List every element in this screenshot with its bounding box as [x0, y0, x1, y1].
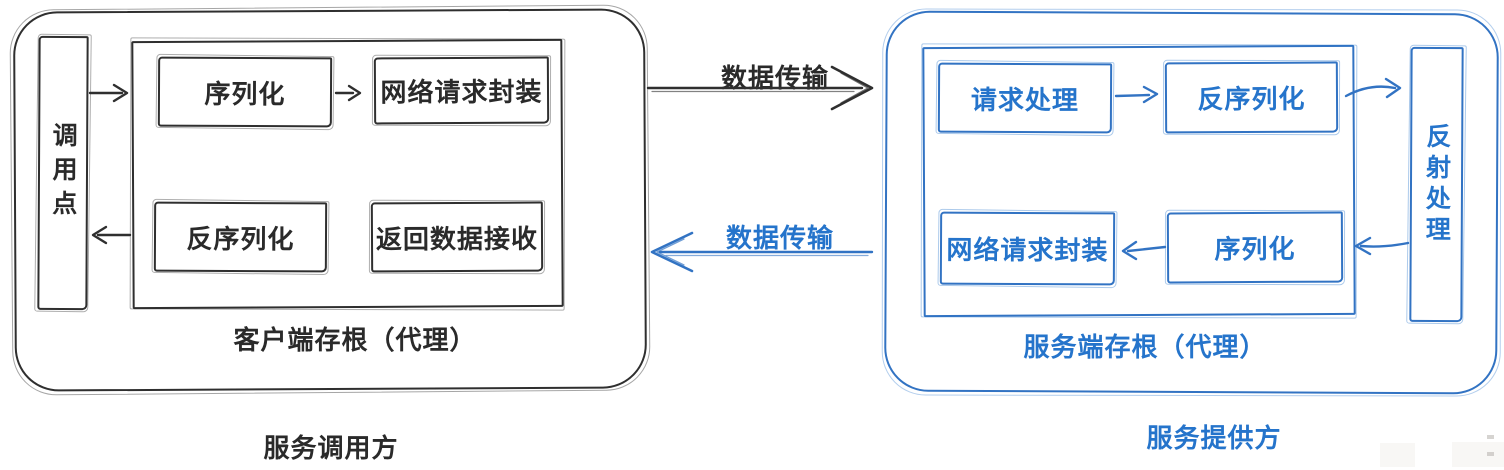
request-transfer-label: 数据传输 — [720, 63, 829, 93]
client-stub-label: 客户端存根（代理） — [233, 325, 477, 355]
watermark-artifact — [1380, 443, 1415, 467]
request-handle-label: 请求处理 — [970, 84, 1080, 115]
server-deserialize-label: 反序列化 — [1197, 83, 1306, 115]
server-serialize-label: 序列化 — [1214, 233, 1296, 265]
client-deserialize-box: 反序列化 — [153, 201, 328, 273]
watermark-artifact — [1487, 435, 1494, 439]
caller-region-label: 服务调用方 — [263, 433, 399, 463]
reflection-label: 反射处理 — [1422, 122, 1451, 247]
watermark-artifact — [1487, 452, 1494, 456]
client-serialize-box: 序列化 — [157, 56, 333, 128]
client-deserialize-label: 反序列化 — [186, 223, 295, 254]
client-serialize-label: 序列化 — [204, 78, 286, 109]
response-transfer-label: 数据传输 — [725, 223, 834, 253]
provider-region-label: 服务提供方 — [1146, 423, 1282, 453]
return-receive-box: 返回数据接收 — [370, 201, 544, 273]
server-net-request-box: 网络请求封装 — [939, 211, 1116, 286]
call-point-box: 调用点 — [37, 35, 89, 311]
watermark-artifact — [1452, 442, 1504, 467]
call-point-label: 调用点 — [48, 121, 78, 225]
client-net-request-box: 网络请求封装 — [373, 56, 550, 125]
request-handle-box: 请求处理 — [937, 62, 1113, 134]
server-stub-label: 服务端存根（代理） — [1023, 332, 1267, 362]
server-serialize-box: 序列化 — [1166, 211, 1344, 284]
server-deserialize-box: 反序列化 — [1164, 61, 1339, 134]
server-net-request-label: 网络请求封装 — [946, 234, 1109, 266]
client-net-request-label: 网络请求封装 — [380, 76, 543, 108]
reflection-box: 反射处理 — [1409, 46, 1464, 323]
return-receive-label: 返回数据接收 — [375, 223, 539, 254]
